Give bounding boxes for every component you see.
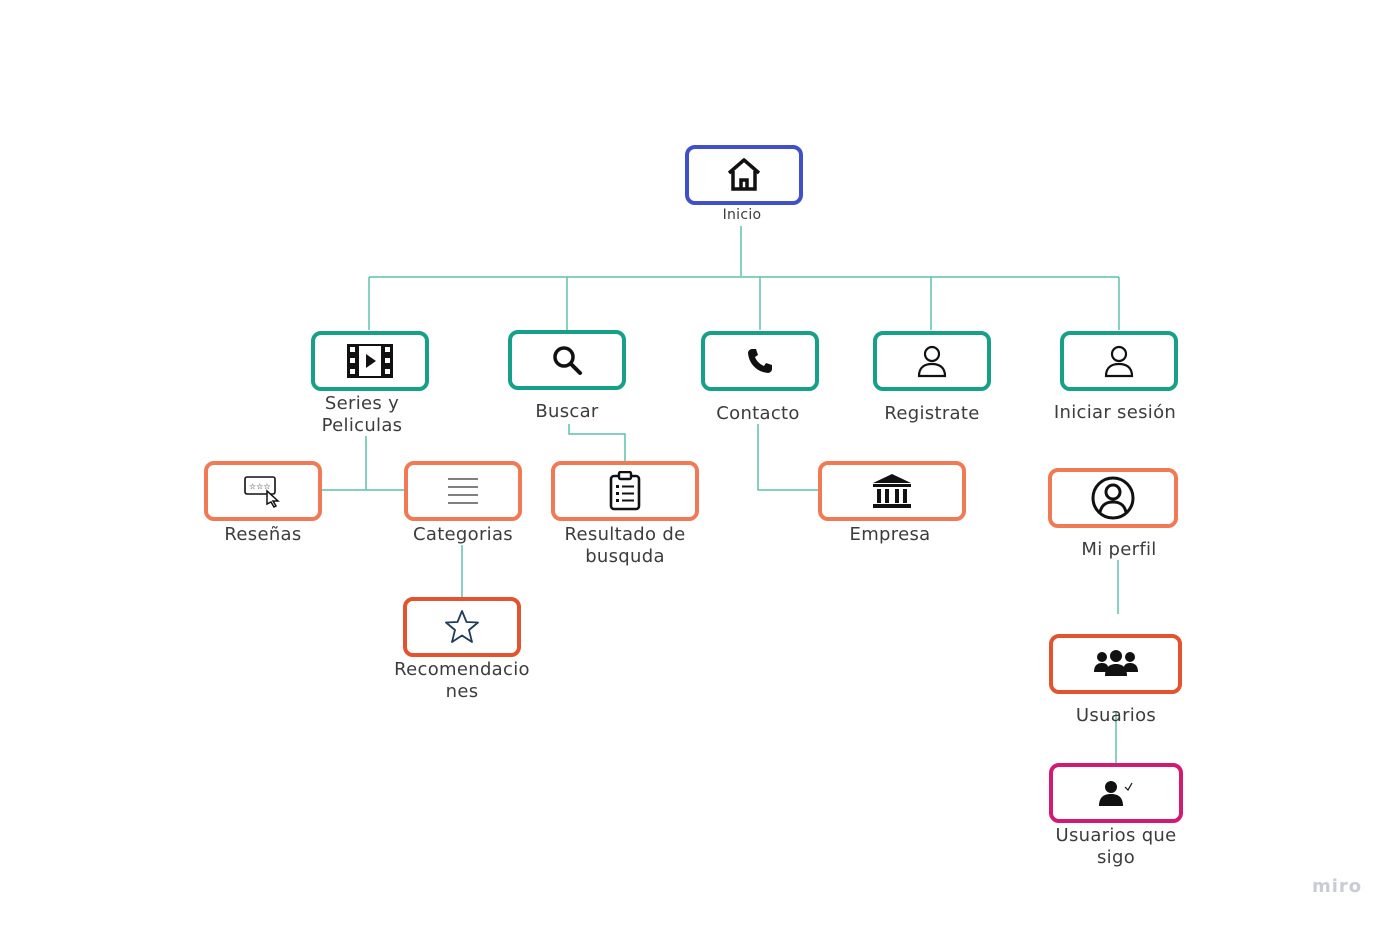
user-icon (917, 345, 947, 378)
node-registrate[interactable] (873, 331, 991, 391)
phone-icon (748, 349, 772, 373)
star-icon (445, 610, 479, 643)
review-icon: ☆☆☆ (244, 476, 280, 508)
label-resenas: Reseñas (224, 524, 302, 545)
bank-icon (873, 474, 911, 508)
node-usuarios[interactable] (1049, 634, 1182, 694)
label-usuarios: Usuarios (1075, 705, 1157, 726)
label-empresa: Empresa (849, 524, 931, 545)
node-series-peliculas[interactable] (311, 331, 429, 391)
label-categorias: Categorias (413, 524, 513, 545)
clipboard-icon (609, 471, 641, 511)
node-usuarios-que-sigo[interactable] (1049, 763, 1183, 823)
user-icon (1104, 345, 1134, 378)
label-contacto: Contacto (716, 403, 800, 424)
user-check-icon (1099, 781, 1133, 806)
node-inicio[interactable] (685, 145, 803, 205)
node-resenas[interactable]: ☆☆☆ (204, 461, 322, 521)
label-inicio: Inicio (722, 207, 762, 223)
label-mi-perfil: Mi perfil (1081, 539, 1157, 560)
node-iniciar-sesion[interactable] (1060, 331, 1178, 391)
label-registrate: Registrate (884, 403, 980, 424)
list-icon (448, 478, 478, 504)
search-icon (553, 346, 582, 375)
users-group-icon (1093, 650, 1138, 676)
profile-circle-icon (1091, 476, 1135, 520)
node-recomendaciones[interactable] (403, 597, 521, 657)
label-series-peliculas: Series y Peliculas (321, 393, 403, 436)
miro-logo: miro (1312, 876, 1363, 897)
node-mi-perfil[interactable] (1048, 468, 1178, 528)
node-buscar[interactable] (508, 330, 626, 390)
label-buscar: Buscar (535, 401, 599, 422)
label-iniciar-sesion: Iniciar sesión (1053, 402, 1177, 423)
connector-buscar-resultado (568, 424, 626, 462)
node-resultado-busqueda[interactable] (551, 461, 699, 521)
node-categorias[interactable] (404, 461, 522, 521)
node-contacto[interactable] (701, 331, 819, 391)
node-empresa[interactable] (818, 461, 966, 521)
svg-text:☆☆☆: ☆☆☆ (249, 482, 271, 491)
home-icon (727, 158, 761, 191)
label-usuarios-que-sigo: Usuarios que sigo (1055, 825, 1177, 868)
film-icon (347, 344, 393, 378)
label-resultado-busqueda: Resultado de busquda (564, 524, 686, 567)
connector-contacto-empresa (757, 424, 818, 491)
connector-series-children (322, 436, 404, 491)
label-recomendaciones: Recomendacio nes (394, 659, 530, 702)
